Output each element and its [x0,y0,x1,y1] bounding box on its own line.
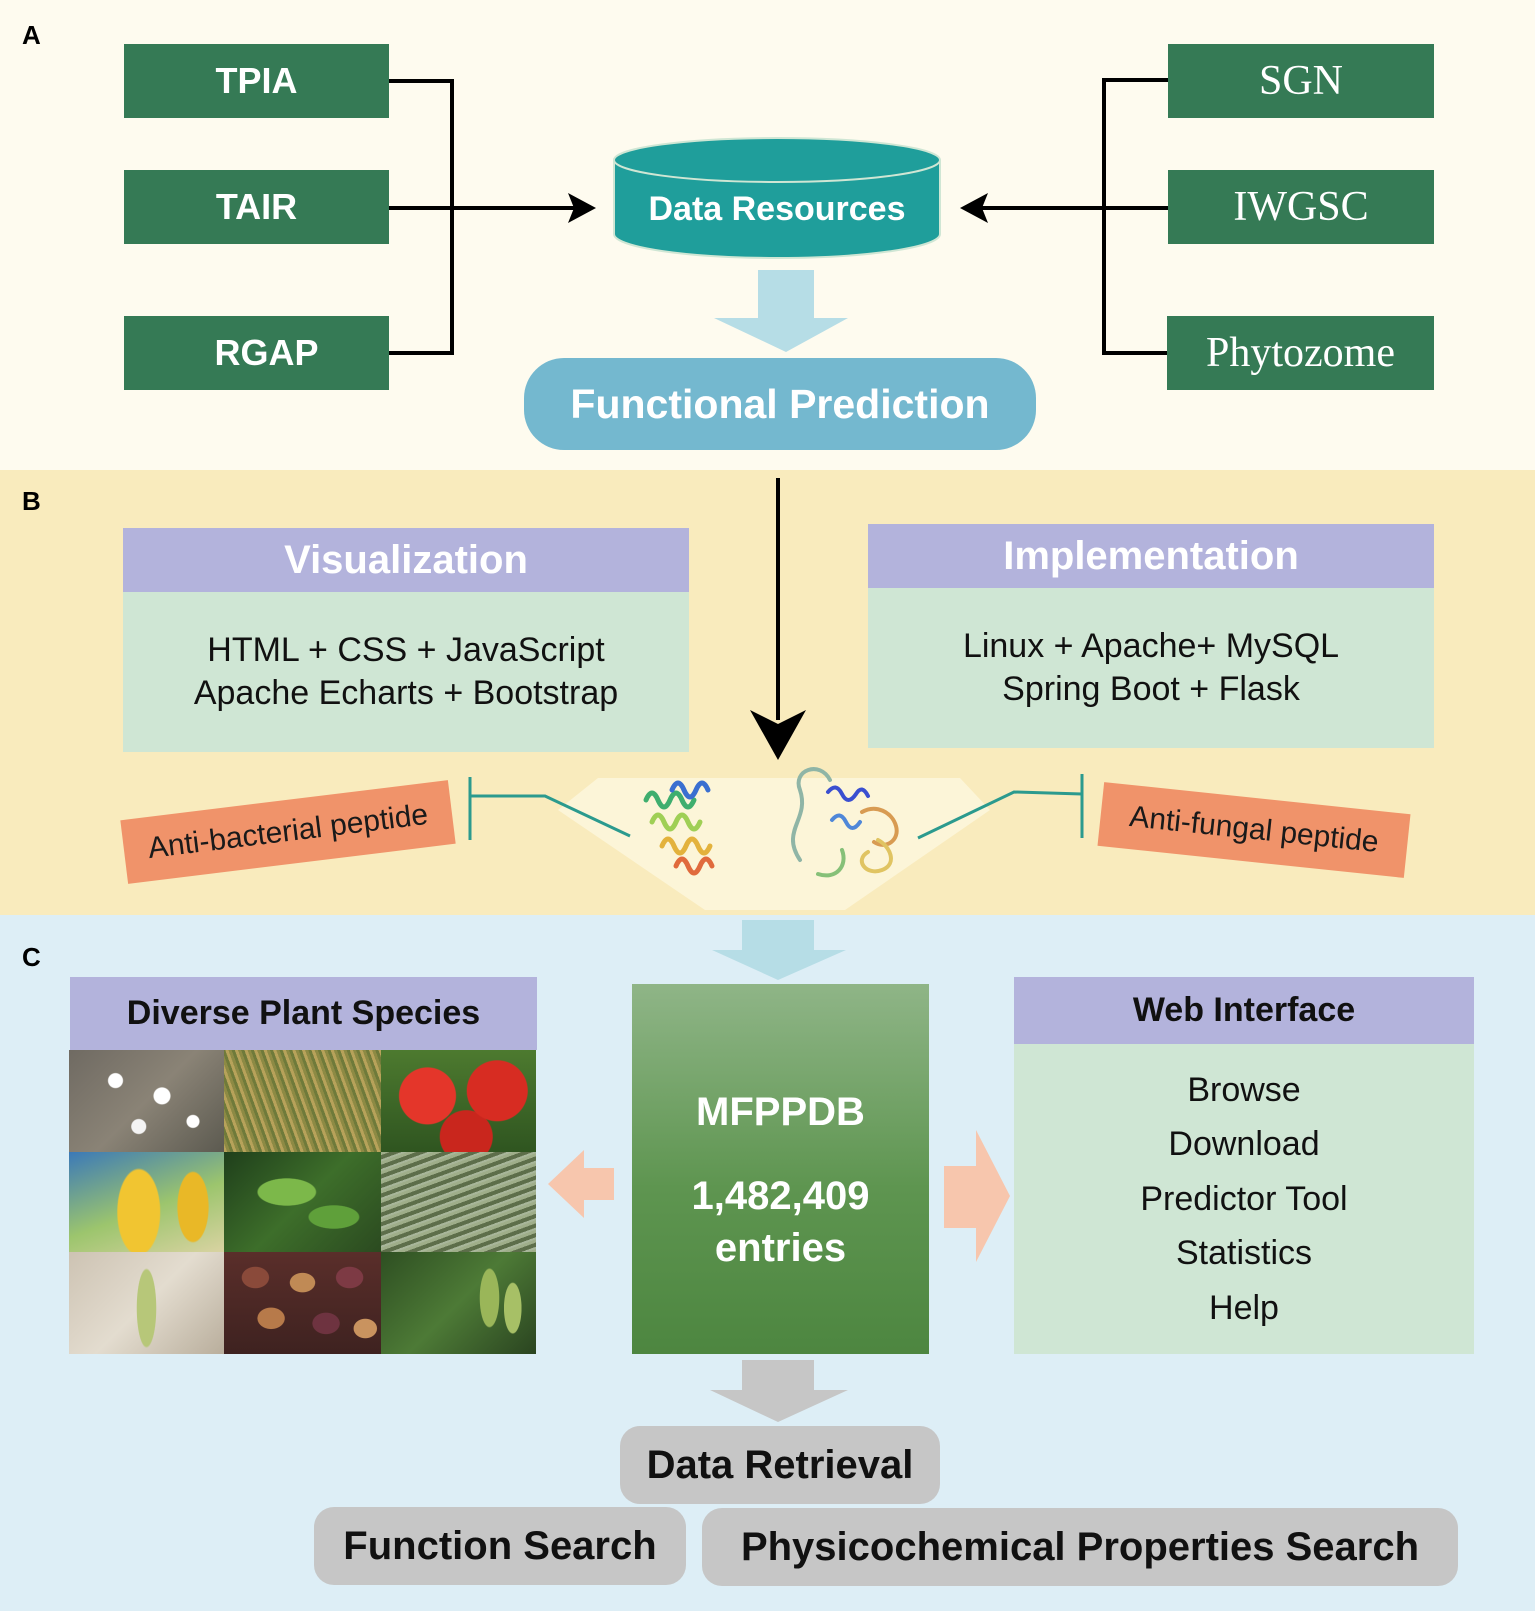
mfppdb-box: MFPPDB 1,482,409 entries [632,984,929,1354]
panel-label-b: B [22,486,41,516]
panel-label-c: C [22,942,41,972]
implementation-line-2: Spring Boot + Flask [1002,670,1300,708]
source-sgn: SGN [1168,44,1434,118]
main-down-arrow [750,478,806,760]
function-search-box: Function Search [314,1507,686,1585]
visualization-body: HTML + CSS + JavaScript Apache Echarts +… [123,592,689,752]
database-icon [613,137,941,259]
peptide-helix-structure-1 [643,780,715,876]
mfppdb-name: MFPPDB [696,1090,865,1134]
functional-prediction-box: Functional Prediction [524,358,1036,450]
structure-spotlight [558,778,990,910]
data-resources-label: Data Resources [648,190,906,228]
implementation-title: Implementation [868,524,1434,588]
arrow-to-plant-species [548,1150,614,1218]
web-interface-item-statistics: Statistics [1175,1234,1313,1273]
source-tair: TAIR [124,170,389,244]
physicochemical-properties-search-box: Physicochemical Properties Search [702,1508,1458,1586]
source-phytozome: Phytozome [1167,316,1434,390]
right-arrowhead [960,193,988,223]
plant-photo-grid [69,1050,536,1354]
web-interface-body: Browse Download Predictor Tool Statistic… [1014,1044,1474,1354]
source-rgap: RGAP [124,316,389,390]
photo-wheat-field [381,1152,536,1252]
photo-barley [69,1252,224,1354]
visualization-title: Visualization [123,528,689,592]
down-arrow-to-data-retrieval [710,1360,848,1422]
plant-species-title: Diverse Plant Species [70,977,537,1050]
down-arrow-to-prediction [714,270,848,352]
right-inhibition-line [917,774,1084,840]
source-tpia: TPIA [124,44,389,118]
photo-arabidopsis [69,1050,224,1152]
web-interface-title: Web Interface [1014,977,1474,1044]
photo-tomato [381,1050,536,1152]
source-iwgsc: IWGSC [1168,170,1434,244]
arrow-to-web-interface [944,1130,1010,1262]
visualization-line-2: Apache Echarts + Bootstrap [193,674,619,712]
web-interface-item-download: Download [1168,1125,1320,1164]
mfppdb-entry-count: 1,482,409 [691,1174,870,1218]
mfppdb-entry-unit: entries [714,1226,847,1270]
left-bracket-connector [388,79,580,355]
photo-soybean [381,1252,536,1354]
implementation-body: Linux + Apache+ MySQL Spring Boot + Flas… [868,588,1434,748]
web-interface-item-predictor-tool: Predictor Tool [1140,1179,1348,1218]
web-interface-item-help: Help [1209,1288,1279,1327]
web-interface-item-browse: Browse [1187,1070,1301,1109]
left-inhibition-line [468,777,631,840]
panel-label-a: A [22,20,41,50]
implementation-line-1: Linux + Apache+ MySQL [962,627,1340,665]
photo-potato [224,1252,381,1354]
photo-maize [69,1152,224,1252]
visualization-line-1: HTML + CSS + JavaScript [207,631,605,669]
photo-tea [224,1152,381,1252]
left-arrowhead [568,193,596,223]
down-arrow-to-mfppdb [712,920,846,980]
data-retrieval-box: Data Retrieval [620,1426,940,1504]
right-bracket-connector [975,78,1169,355]
peptide-fold-structure-2 [791,767,899,878]
photo-rice [224,1050,381,1152]
